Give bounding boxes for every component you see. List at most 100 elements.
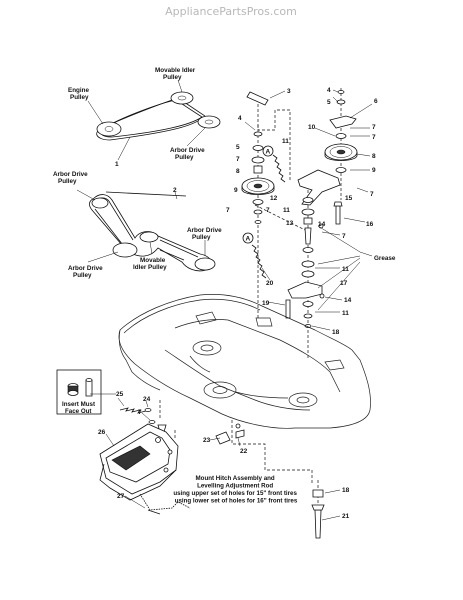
part-5-upper: 5 xyxy=(327,99,331,106)
part-1: 1 xyxy=(115,161,119,168)
callout-a-upper: A xyxy=(266,149,271,156)
part-5-left: 5 xyxy=(236,144,240,151)
label-movable-idler-pulley-bottom: Idler Pulley xyxy=(133,264,167,271)
part-25: 25 xyxy=(116,391,124,398)
belt-diagram-middle xyxy=(76,189,216,272)
nut-18 xyxy=(312,489,324,498)
engine-pulley xyxy=(96,121,122,137)
part-9-right: 9 xyxy=(372,167,376,174)
label-arbor-drive-pulley-left: Pulley xyxy=(58,178,77,185)
part-7-hitch: 7 xyxy=(138,409,142,416)
label-arbor-drive-pulley-top: Pulley xyxy=(175,154,194,161)
part-14-b: 14 xyxy=(344,297,352,304)
part-19: 19 xyxy=(262,300,270,307)
label-movable-idler-pulley: Pulley xyxy=(163,74,182,81)
part-18-lower: 18 xyxy=(342,487,350,494)
label-arbor-drive-pulley-right: Pulley xyxy=(192,234,211,241)
label-face-out: Face Out xyxy=(65,408,91,415)
exploded-assembly xyxy=(241,88,373,345)
spring-upper xyxy=(272,154,286,183)
movable-idler-pulley xyxy=(170,91,194,105)
bolt-19 xyxy=(285,299,291,319)
arbor-drive-pulley-left xyxy=(91,197,109,209)
part-3: 3 xyxy=(287,88,291,95)
part-11-c: 11 xyxy=(342,266,349,273)
mower-deck xyxy=(118,294,371,510)
part-7-g: 7 xyxy=(342,233,346,240)
bolt-21 xyxy=(314,509,322,539)
label-arbor-drive-bottom: Arbor Drive xyxy=(68,265,103,272)
part-4-upper: 4 xyxy=(327,87,331,94)
part-2: 2 xyxy=(173,187,177,194)
part-8-left: 8 xyxy=(236,168,240,175)
part-7-a: 7 xyxy=(372,124,376,131)
arbor-drive-pulley xyxy=(197,115,221,129)
label-grease: Grease xyxy=(374,255,396,262)
spacer-tube xyxy=(246,91,269,106)
label-arbor-drive-left: Arbor Drive xyxy=(53,171,88,178)
arbor-drive-pulley-bottom xyxy=(112,242,138,258)
part-13: 13 xyxy=(286,220,294,227)
movable-idler-pulley-bottom xyxy=(139,231,159,243)
insert-detail-box xyxy=(56,369,102,415)
part-4-left: 4 xyxy=(238,115,242,122)
bolt-16 xyxy=(335,205,341,225)
part-7-e: 7 xyxy=(226,207,230,214)
part-7-b: 7 xyxy=(372,134,376,141)
part-7-f: 7 xyxy=(266,207,270,214)
part-11-b: 11 xyxy=(283,207,290,214)
hitch-note-line-4: using lower set of holes for 16" front t… xyxy=(175,498,298,505)
label-insert-must: Insert Must xyxy=(62,401,95,408)
hitch-assembly xyxy=(56,369,341,539)
part-10: 10 xyxy=(308,124,316,131)
part-22: 22 xyxy=(240,448,248,455)
bracket-6 xyxy=(329,115,357,129)
part-12: 12 xyxy=(270,195,278,202)
levelling-rod xyxy=(139,493,191,511)
arbor-drive-pulley-right xyxy=(194,257,216,271)
watermark: AppliancePartsPros.com xyxy=(165,5,297,18)
part-7-c: 7 xyxy=(370,191,374,198)
part-26: 26 xyxy=(98,429,106,436)
idler-arm xyxy=(297,169,341,206)
part-11-d: 11 xyxy=(342,310,349,317)
part-20: 20 xyxy=(266,280,274,287)
hitch-note-line-1: Mount Hitch Assembly and xyxy=(196,475,275,482)
part-24: 24 xyxy=(143,396,151,403)
label-engine: Engine xyxy=(68,87,89,94)
label-movable-idler-bottom: Movable xyxy=(140,257,166,264)
part-18-upper: 18 xyxy=(332,329,340,336)
hitch-note-line-3: using upper set of holes for 15" front t… xyxy=(173,490,297,497)
callout-a-lower: A xyxy=(246,236,251,243)
part-23: 23 xyxy=(203,437,211,444)
arm-17 xyxy=(287,281,323,299)
part-11-a: 11 xyxy=(282,138,289,145)
label-movable-idler: Movable Idler xyxy=(155,67,196,74)
label-arbor-drive-top: Arbor Drive xyxy=(170,147,205,154)
label-engine-pulley: Pulley xyxy=(70,94,89,101)
part-21: 21 xyxy=(342,513,350,520)
label-arbor-drive-right: Arbor Drive xyxy=(187,227,222,234)
belt-diagram-top xyxy=(87,79,221,161)
part-27: 27 xyxy=(117,493,125,500)
part-6: 6 xyxy=(374,98,378,105)
hitch-note-line-2: Levelling Adjustment Rod xyxy=(197,483,273,490)
part-15: 15 xyxy=(345,195,353,202)
part-16: 16 xyxy=(366,221,374,228)
part-17: 17 xyxy=(340,280,348,287)
part-9-left: 9 xyxy=(234,187,238,194)
svg-text:Mount Hitch Assembly and L: Mount Hitch Assembly and Levelling Adjus… xyxy=(173,475,298,505)
spring-20 xyxy=(251,244,267,279)
part-14-a: 14 xyxy=(318,221,326,228)
part-8-right: 8 xyxy=(372,153,376,160)
part-7-d: 7 xyxy=(236,156,240,163)
